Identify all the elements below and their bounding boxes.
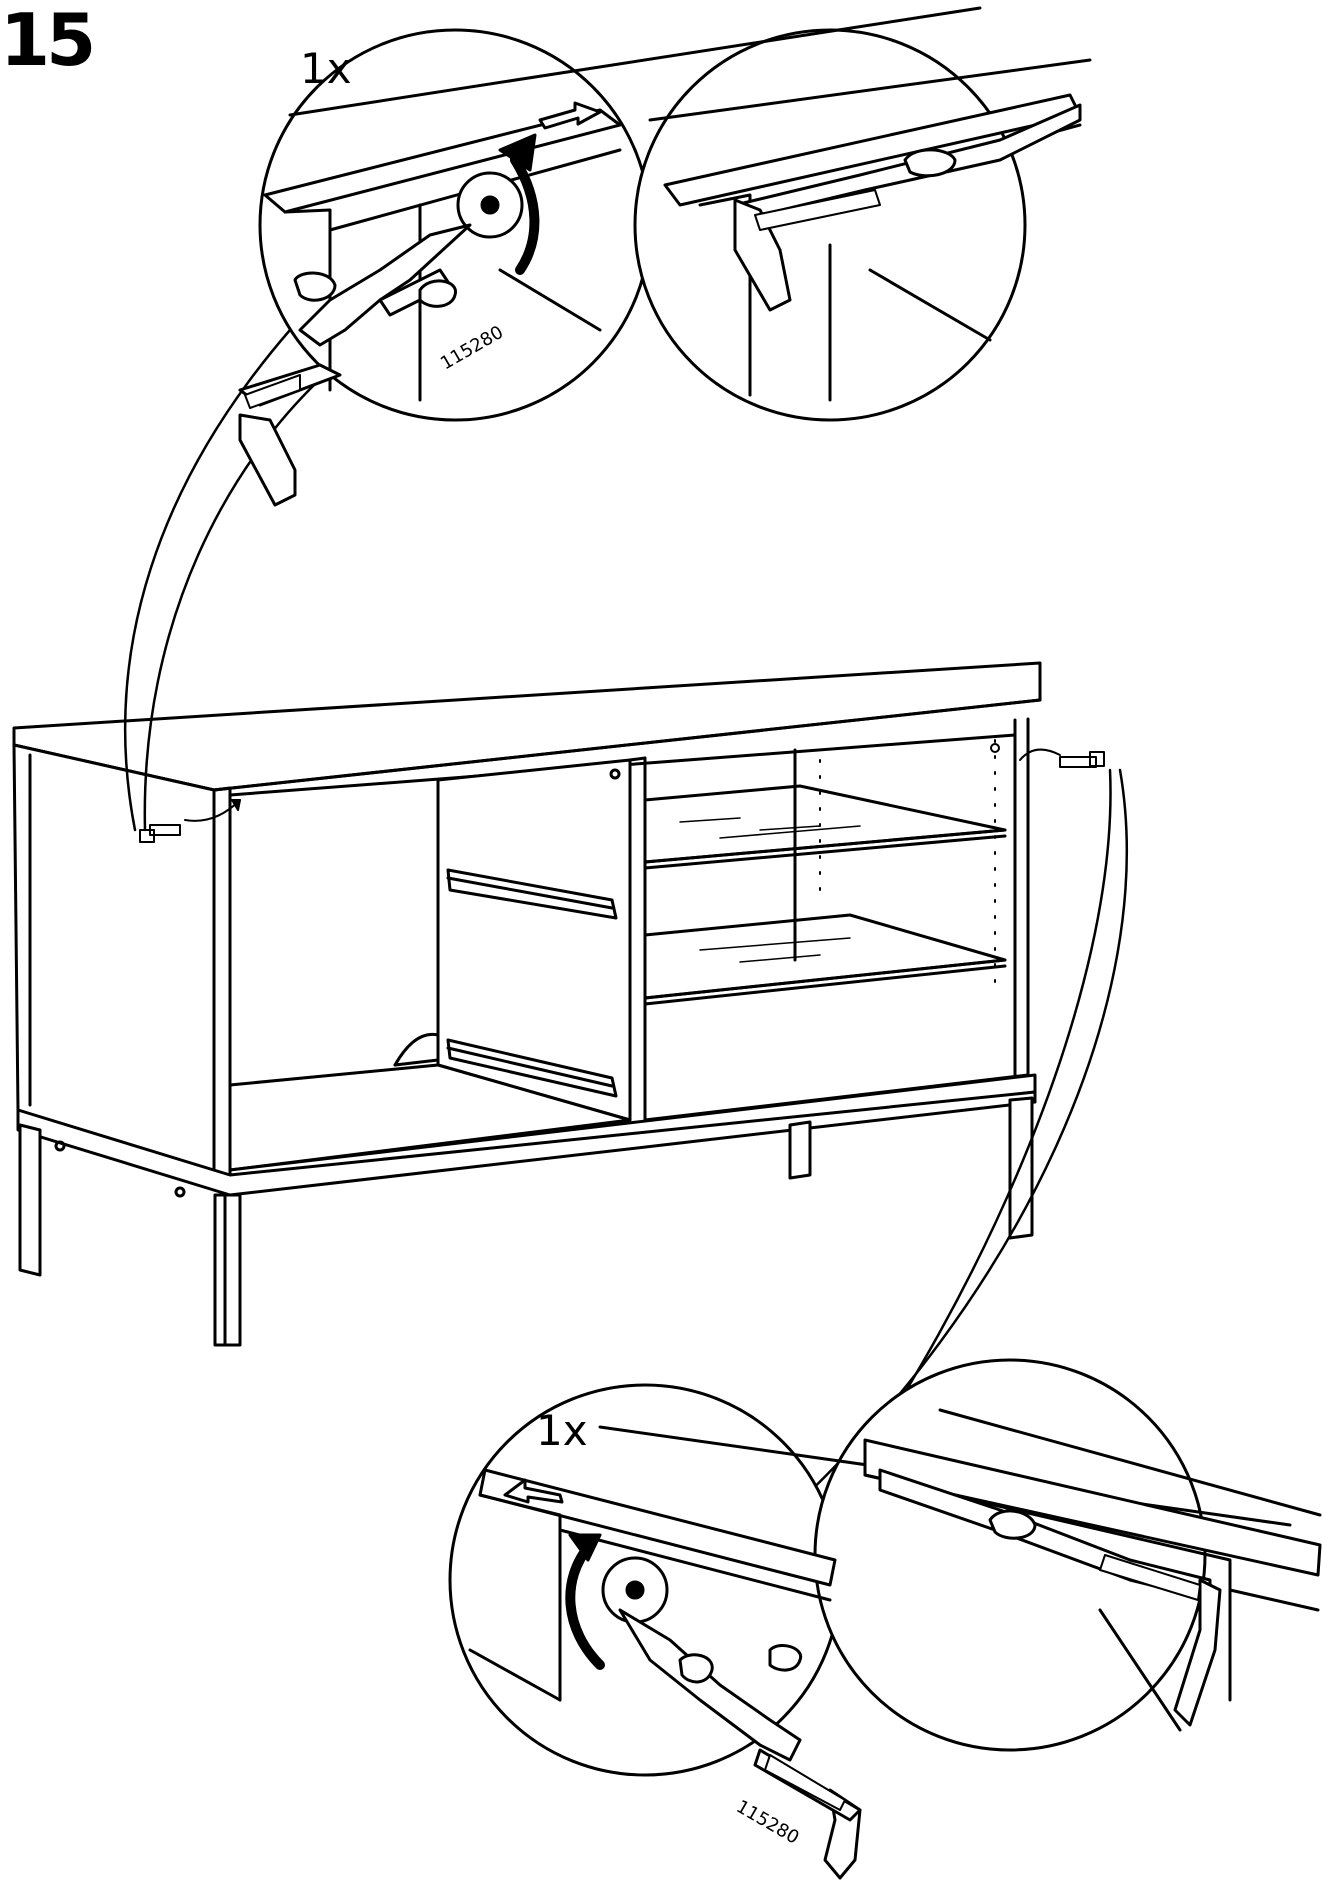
glass-shelf-lower xyxy=(643,913,1007,1006)
quantity-label-top: 1x xyxy=(300,44,352,93)
sideboard xyxy=(12,661,1105,1347)
quantity-label-bottom: 1x xyxy=(536,1406,588,1455)
fitting-marker-left xyxy=(139,799,241,843)
step-number: 15 xyxy=(0,0,96,82)
drawer-rail-lower xyxy=(446,1038,618,1098)
legs xyxy=(18,1096,1034,1347)
latch-fitting-bottom xyxy=(601,1556,862,1880)
callout-bottom: 115280 xyxy=(448,1358,1322,1880)
latch-fitting-top xyxy=(238,171,524,507)
glass-shelf-upper xyxy=(643,784,1007,870)
fitting-marker-right xyxy=(990,743,1105,768)
drawer-rail-upper xyxy=(446,868,618,920)
part-number-bottom: 115280 xyxy=(733,1796,803,1849)
callout-top: 115280 xyxy=(238,6,1092,507)
